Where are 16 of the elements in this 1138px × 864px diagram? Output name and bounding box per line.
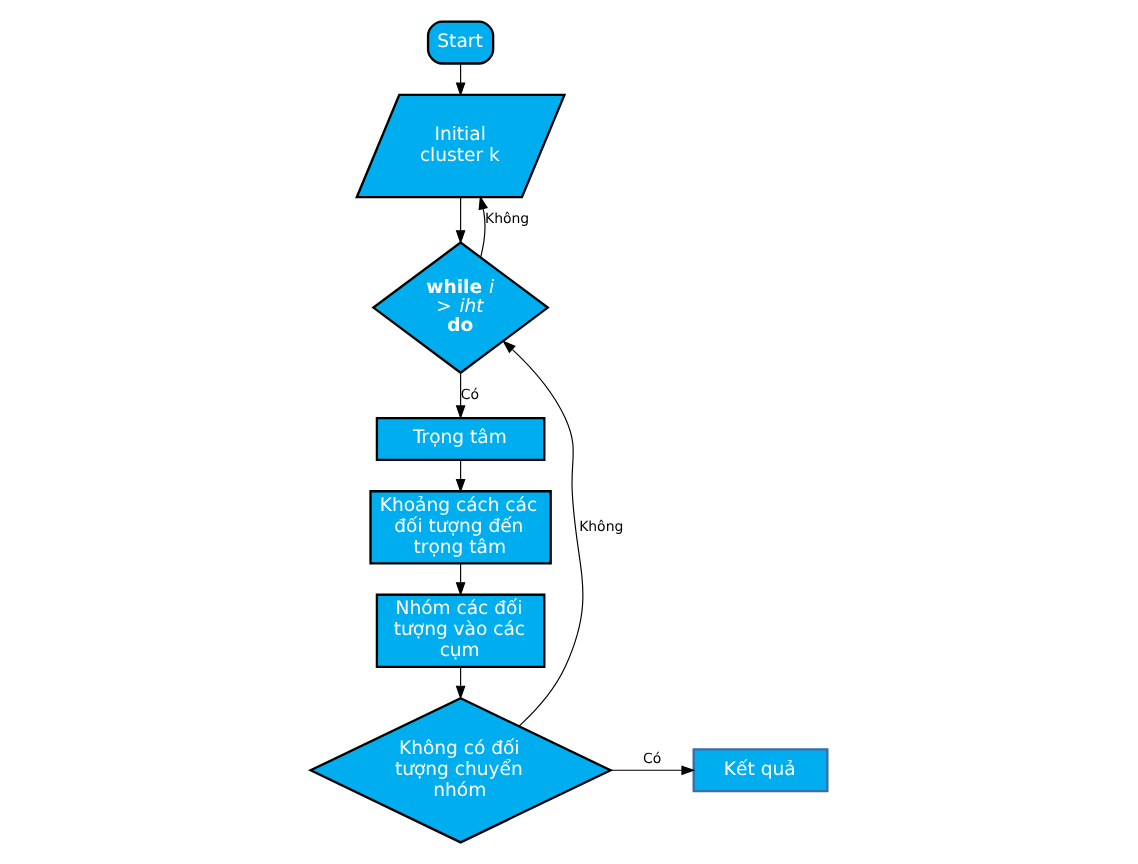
node-diamond: Không có đối tượng chuyển nhóm [307, 696, 614, 844]
arrow [455, 563, 466, 597]
arrow [455, 666, 466, 700]
node-box: Nhóm các đối tượng vào các cụm [375, 593, 546, 668]
arrow [455, 459, 466, 493]
node-box: Start [426, 20, 495, 65]
arrow [478, 195, 488, 258]
node-box: Khoảng cách các đối tượng đến trọng tâm [369, 490, 552, 565]
node-box: Trọng tâm [375, 416, 546, 462]
arrow [455, 197, 466, 245]
arrow [502, 340, 584, 727]
arrow [455, 372, 466, 420]
node-box: Kết quả [692, 748, 829, 793]
arrow [455, 63, 466, 97]
node-diamond: while i > iht do [371, 241, 550, 375]
arrow [609, 765, 696, 776]
